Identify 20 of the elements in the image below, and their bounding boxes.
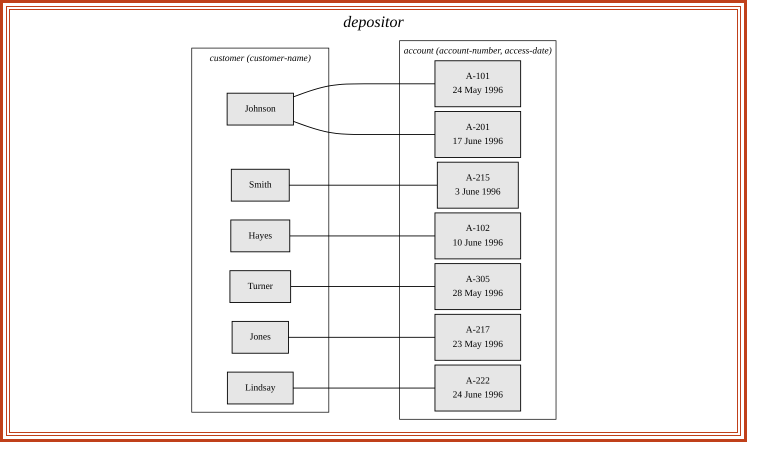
- node-box: A-215 3 June 1996: [436, 162, 518, 209]
- node-box: Lindsay: [226, 372, 294, 404]
- node-box: Hayes: [230, 220, 290, 252]
- node-box: Turner: [229, 270, 291, 303]
- node-box: Johnson: [226, 92, 294, 126]
- node-box: A-201 17 June 1996: [434, 111, 521, 158]
- connector: [288, 184, 438, 186]
- relation-label: depositor: [343, 14, 404, 31]
- node-box: Smith: [230, 168, 290, 202]
- connector: [290, 286, 435, 288]
- node-box: Jones: [231, 320, 289, 354]
- node-box: A-305 28 May 1996: [434, 263, 521, 310]
- connector: [288, 336, 435, 338]
- connector: [292, 83, 435, 98]
- connector: [288, 235, 435, 236]
- node-box: A-217 23 May 1996: [434, 314, 521, 361]
- connector: [292, 120, 435, 135]
- node-box: A-101 24 May 1996: [434, 60, 521, 108]
- node-box: A-222 24 June 1996: [434, 364, 521, 412]
- node-box: A-102 10 June 1996: [434, 212, 521, 260]
